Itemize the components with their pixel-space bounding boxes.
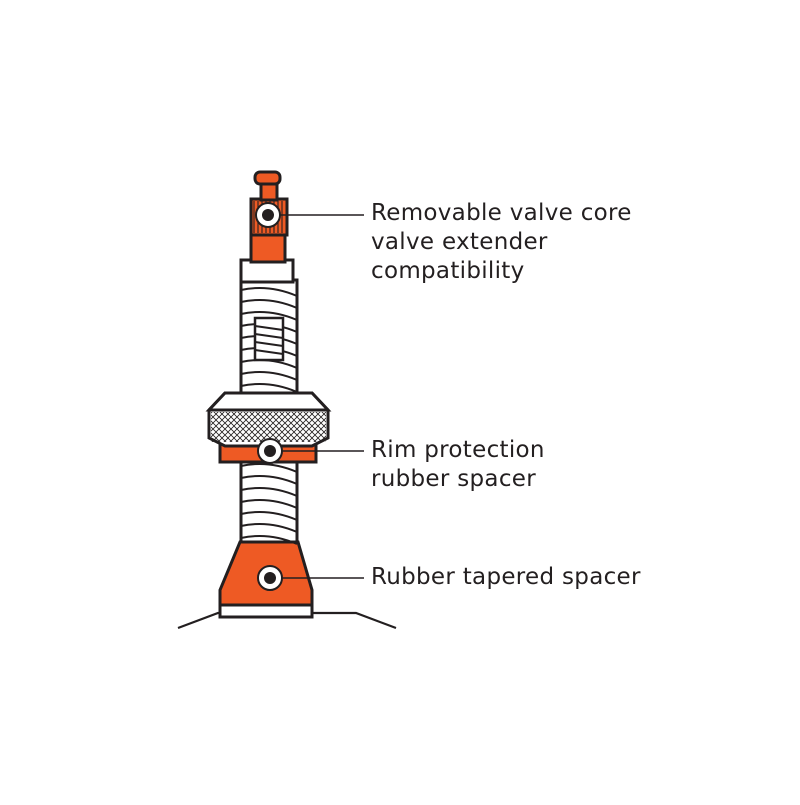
callout-dot-tapered-spacer xyxy=(257,565,283,591)
callout-line: rubber spacer xyxy=(371,466,536,492)
callout-line: Rubber tapered spacer xyxy=(371,564,641,590)
callout-line: Rim protection xyxy=(371,437,545,463)
lock-nut xyxy=(205,391,332,448)
callout-dot-valve-core xyxy=(255,202,281,228)
callout-rim-protection: Rim protection rubber spacer xyxy=(371,436,545,494)
callout-line: compatibility xyxy=(371,258,525,284)
callout-dot-rim-protection xyxy=(257,438,283,464)
callout-valve-core: Removable valve core valve extender comp… xyxy=(371,199,632,286)
callout-line: valve extender xyxy=(371,229,548,255)
callout-line: Removable valve core xyxy=(371,200,632,226)
callout-leaders xyxy=(268,214,364,579)
callout-tapered-spacer: Rubber tapered spacer xyxy=(371,563,641,592)
lower-stem-threads xyxy=(239,456,299,545)
upper-stem-threads xyxy=(239,278,299,395)
